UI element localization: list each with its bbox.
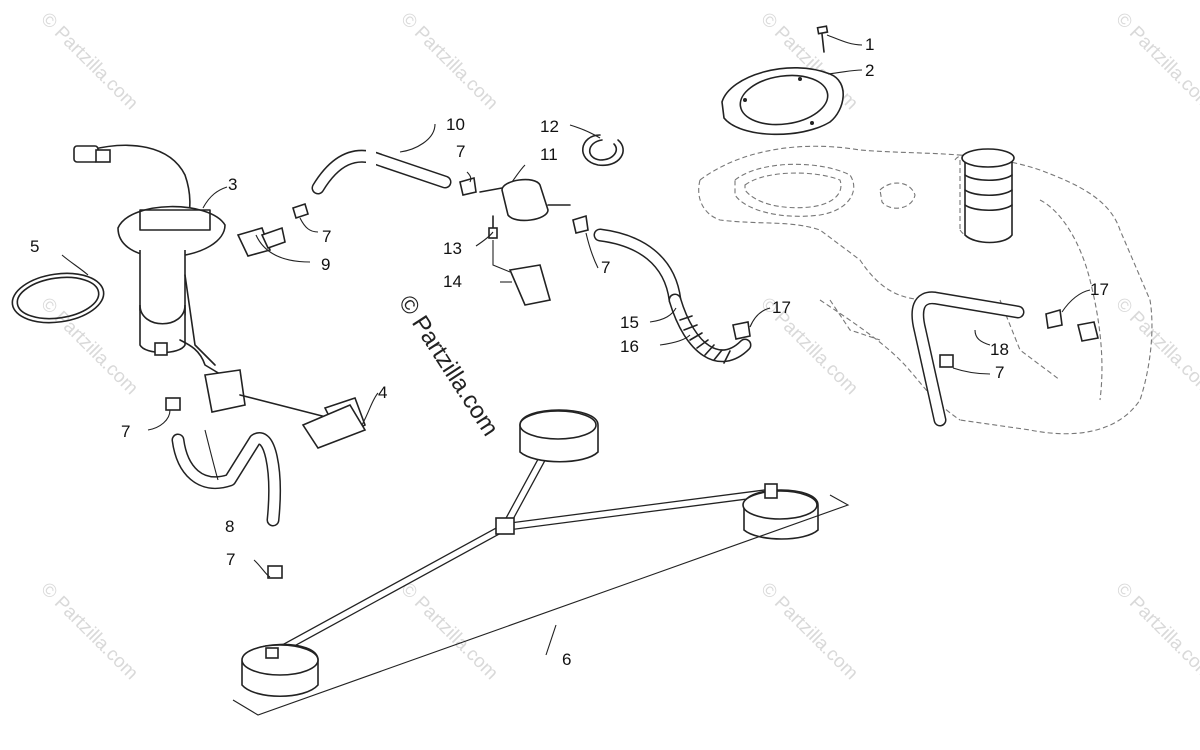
callout-15: 15 (620, 313, 639, 332)
watermark: © Partzilla.com (1111, 9, 1200, 114)
watermark: © Partzilla.com (1111, 294, 1200, 399)
watermark: © Partzilla.com (1111, 579, 1200, 684)
callout-8: 8 (225, 517, 234, 536)
callout-18: 18 (990, 340, 1009, 359)
part-6-suction-manifold (241, 409, 819, 698)
part-8-hose (171, 432, 281, 527)
part-9-elbow-fitting (236, 226, 286, 257)
callout-5: 5 (30, 237, 39, 256)
callout-11: 11 (540, 145, 558, 164)
callout-3: 3 (228, 175, 237, 194)
part-17-clamp (1045, 308, 1063, 329)
part-10-hose (311, 148, 452, 195)
tank-vent-fitting (1077, 321, 1099, 342)
part-11-fuel-filter (479, 178, 571, 222)
callout-7: 7 (226, 550, 235, 569)
part-2-flange-ring (721, 67, 844, 136)
callout-9: 9 (321, 255, 330, 274)
watermark: © Partzilla.com (36, 579, 141, 684)
callout-13: 13 (443, 239, 462, 258)
filler-neck (961, 148, 1015, 244)
watermark: © Partzilla.com (756, 579, 861, 684)
callout-12: 12 (540, 117, 559, 136)
watermark: © Partzilla.com (36, 9, 141, 114)
callout-labels: 1 2 3 4 5 6 7 7 7 7 7 7 8 9 10 11 12 13 … (30, 35, 1109, 669)
part-7-clamp (939, 354, 954, 368)
part-12-hose-clip (581, 134, 624, 166)
part-15-hose (593, 228, 682, 307)
callout-10: 10 (446, 115, 465, 134)
center-watermark: © Partzilla.com (393, 291, 504, 441)
part-7-clamp (267, 565, 283, 579)
part-7-clamp (572, 214, 589, 234)
group-bracket-6 (232, 494, 850, 716)
callout-17: 17 (772, 298, 791, 317)
part-7-clamp (165, 397, 181, 411)
callout-16: 16 (620, 337, 639, 356)
part-1-screw (816, 25, 829, 53)
watermark: © Partzilla.com (396, 579, 501, 684)
part-13-screw (488, 215, 498, 239)
part-7-clamp (459, 176, 477, 196)
part-4-sender (301, 403, 367, 449)
part-16-corrugated-hose (668, 293, 752, 364)
watermark: © Partzilla.com (396, 9, 501, 114)
callout-1: 1 (865, 35, 874, 54)
part-5-o-ring (11, 272, 105, 324)
callout-17: 17 (1090, 280, 1109, 299)
part-18-vent-hose (911, 291, 1025, 427)
callout-7: 7 (121, 422, 130, 441)
callout-4: 4 (378, 383, 387, 402)
callout-7: 7 (601, 258, 610, 277)
callout-2: 2 (865, 61, 874, 80)
part-7-clamp (292, 202, 309, 220)
callout-7: 7 (995, 363, 1004, 382)
callout-6: 6 (562, 650, 571, 669)
callout-7: 7 (322, 227, 331, 246)
leader-lines (61, 34, 1091, 656)
fuel-tank-outline (698, 145, 1153, 435)
watermark-layer: © Partzilla.com © Partzilla.com © Partzi… (36, 9, 1200, 684)
callout-14: 14 (443, 272, 462, 291)
part-17-clamp (732, 321, 751, 340)
callout-7: 7 (456, 142, 465, 161)
watermark: © Partzilla.com (36, 294, 141, 399)
part-14-bracket (508, 264, 552, 306)
